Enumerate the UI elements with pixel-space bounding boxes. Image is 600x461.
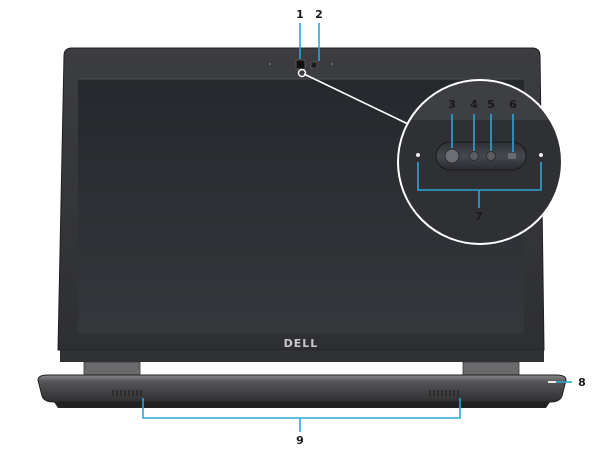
camera-zoom-inset [397, 79, 563, 245]
zoom-mic-left-icon [416, 153, 420, 157]
zoom-leader-line [303, 73, 409, 125]
base-chassis [37, 374, 567, 403]
dell-logo: DELL [284, 337, 319, 350]
camera-lens-icon [444, 148, 460, 164]
camera-led-icon [508, 153, 516, 159]
callout-6: 6 [509, 98, 517, 111]
callout-5: 5 [487, 98, 495, 111]
callout-7: 7 [475, 210, 483, 223]
callout-1: 1 [296, 8, 304, 21]
microphone-dot-left [269, 63, 271, 65]
ambient-light-sensor-icon [469, 151, 479, 161]
callout-3: 3 [448, 98, 456, 111]
camera-icon [295, 59, 306, 70]
callout-9: 9 [296, 434, 304, 447]
speaker-grille-left [112, 390, 142, 396]
zoom-mic-right-icon [539, 153, 543, 157]
zoom-origin-ring [297, 68, 307, 78]
callout-4: 4 [470, 98, 478, 111]
callout-8: 8 [578, 376, 586, 389]
callout-2: 2 [315, 8, 323, 21]
ir-emitter-icon [486, 151, 496, 161]
camera-lens-housing [435, 141, 527, 171]
hinge-bar [60, 350, 544, 362]
speaker-grille-right [429, 390, 459, 396]
microphone-dot-right [331, 63, 333, 65]
callout-line-9 [142, 398, 461, 419]
callout-lines [142, 23, 572, 432]
laptop-base [37, 350, 567, 408]
power-status-light-icon [548, 381, 556, 383]
camera-status-light-icon [310, 61, 318, 69]
